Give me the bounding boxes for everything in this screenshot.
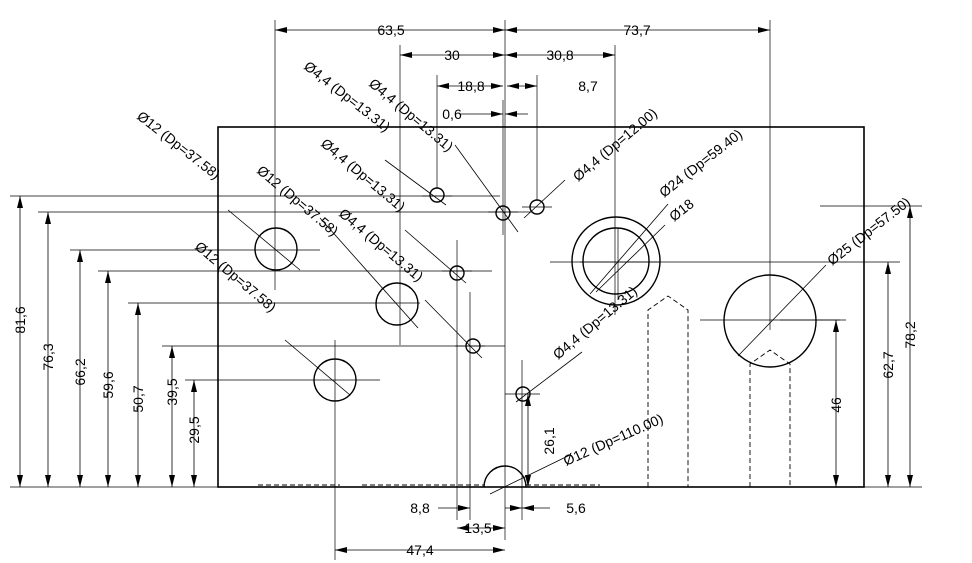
dim-0-6: 0,6 [442, 106, 462, 122]
dim-66-2: 66,2 [72, 358, 88, 385]
top-dimension-lines [275, 27, 770, 117]
hole-d4-4-b [495, 205, 511, 221]
dim-30: 30 [444, 47, 460, 63]
dim-8-8: 8,8 [410, 500, 430, 516]
hole-d24-outer [571, 216, 661, 306]
dim-39-5: 39,5 [164, 378, 180, 405]
callout-d4-4-d: Ø4,4 (Dp=13.31) [336, 205, 426, 285]
dim-8-7: 8,7 [578, 78, 598, 94]
hole-callout-labels: Ø12 (Dp=37.58) Ø12 (Dp=37.58) Ø12 (Dp=37… [134, 58, 913, 469]
dim-78-2: 78,2 [902, 321, 918, 348]
hole-d4-4-d [449, 265, 465, 281]
dim-26-1: 26,1 [541, 427, 557, 454]
dim-62-7: 62,7 [880, 351, 896, 378]
hole-d12-lower [313, 358, 357, 402]
dim-81-6: 81,6 [12, 306, 28, 333]
callout-d12-bottom: Ø12 (Dp=110.00) [561, 410, 666, 468]
callout-d12-upper: Ø12 (Dp=37.58) [134, 108, 223, 183]
callout-d4-4-c: Ø4,4 (Dp=13.31) [318, 135, 408, 215]
holes [254, 187, 817, 488]
dim-59-6: 59,6 [100, 371, 116, 398]
hole-d12-upper [254, 227, 298, 271]
dim-63-5: 63,5 [377, 22, 404, 38]
dim-29-5: 29,5 [186, 416, 202, 443]
dimension-labels: 63,5 73,7 30 30,8 18,8 8,7 0,6 81,6 76,3… [12, 22, 918, 558]
hole-d18-inner [582, 227, 650, 295]
callout-d24: Ø24 (Dp=59.40) [656, 126, 745, 201]
hole-d12-bottom-half [483, 465, 527, 488]
hole-d25 [723, 274, 817, 368]
callout-d25: Ø25 (Dp=57.50) [824, 194, 913, 269]
dim-5-6: 5,6 [566, 500, 586, 516]
hole-d4-4-c [529, 199, 545, 215]
callout-d12-lower: Ø12 (Dp=37.58) [192, 238, 279, 315]
right-dimension-lines [833, 206, 913, 487]
dim-30-8: 30,8 [546, 47, 573, 63]
dim-46: 46 [828, 397, 844, 413]
hole-d4-4-f [515, 386, 531, 402]
callout-leaders [227, 144, 827, 495]
callout-d18: Ø18 [666, 195, 697, 224]
dim-73-7: 73,7 [623, 22, 650, 38]
dim-76-3: 76,3 [40, 343, 56, 370]
hole-d4-4-e [465, 338, 481, 354]
hole-d12-middle [375, 282, 419, 326]
callout-d4-4-e: Ø4,4 (Dp=13.31) [550, 283, 640, 363]
bottom-dimension-lines [335, 394, 550, 553]
hole-d4-4-a [429, 187, 445, 203]
dim-13-5: 13,5 [464, 520, 491, 536]
dim-18-8: 18,8 [457, 78, 484, 94]
hidden-features [258, 295, 791, 487]
left-dimension-lines [17, 196, 197, 487]
dim-47-4: 47,4 [406, 542, 433, 558]
callout-d12-middle: Ø12 (Dp=37.58) [254, 162, 341, 239]
part-outline [217, 126, 865, 488]
dim-50-7: 50,7 [130, 385, 146, 412]
